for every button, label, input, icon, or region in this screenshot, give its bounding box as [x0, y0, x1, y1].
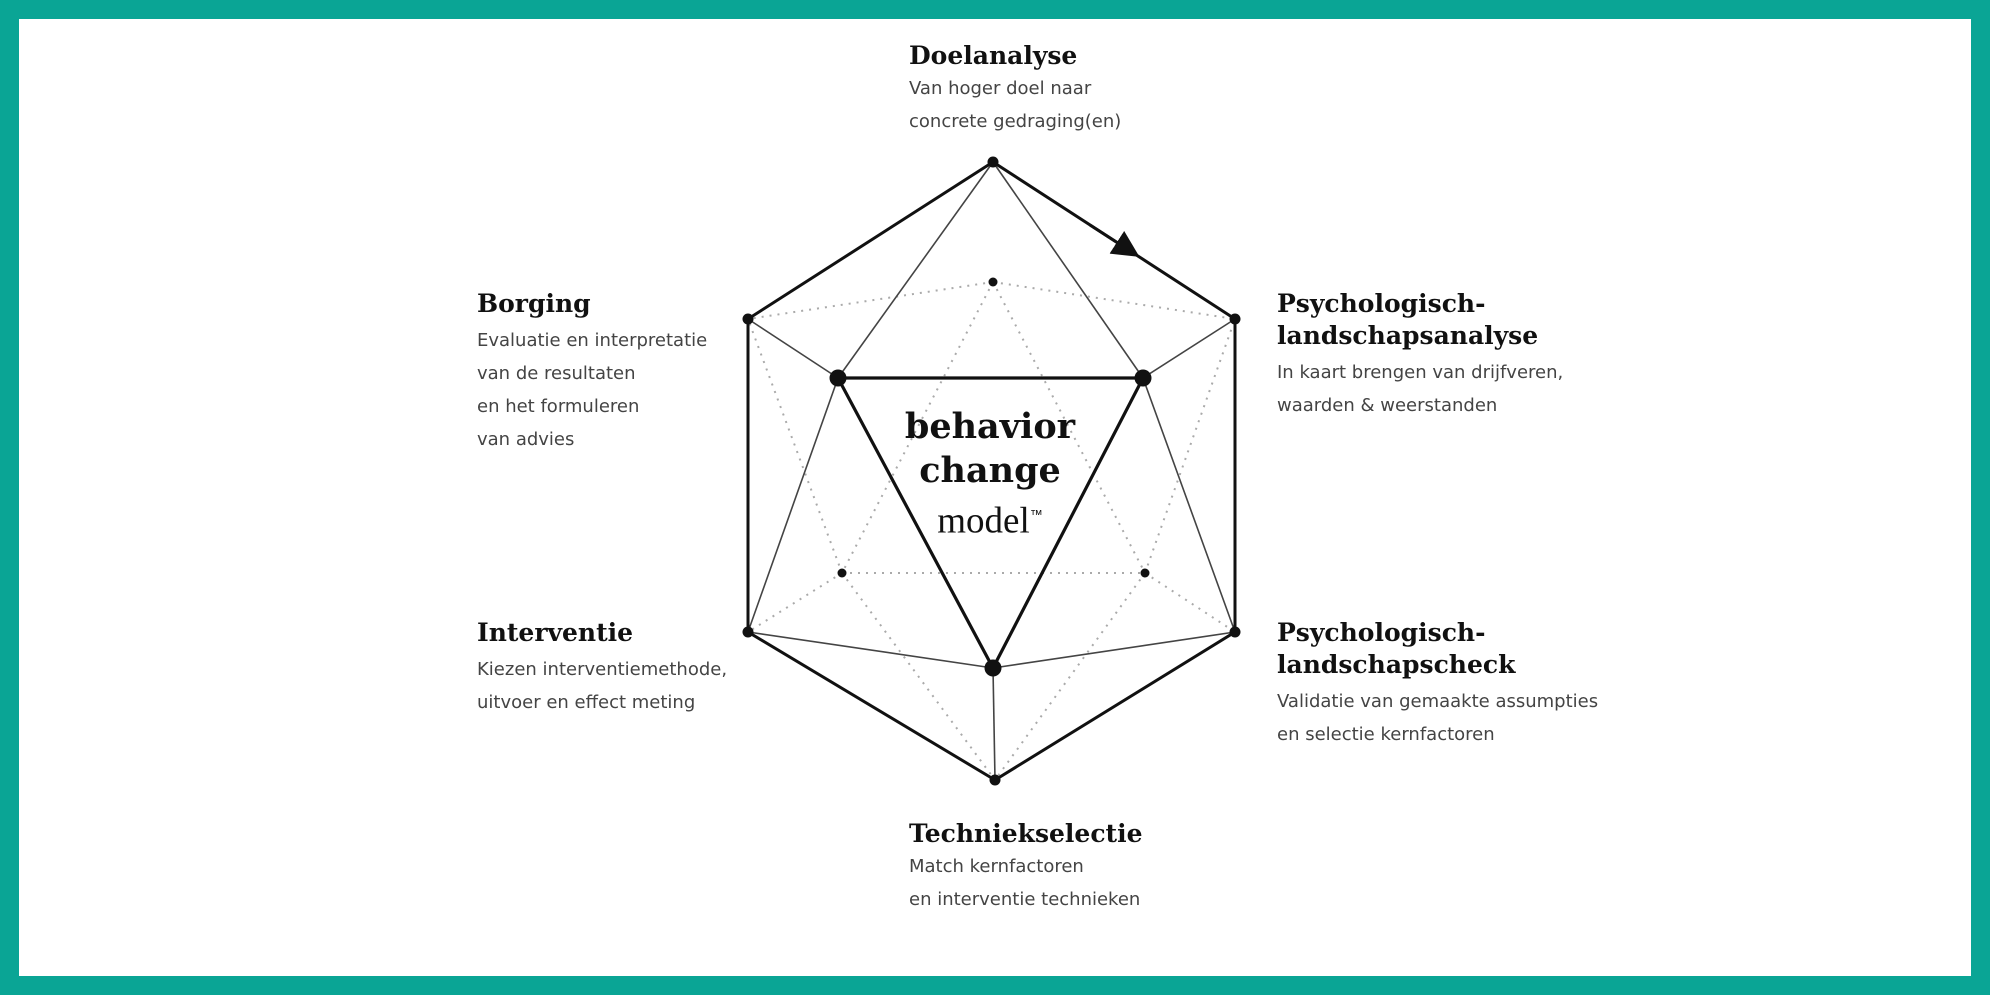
vertices: [742, 156, 1241, 786]
vertex-back-top: [988, 277, 998, 287]
step-title: Interventie: [477, 618, 634, 647]
center-label: behavior change model™: [880, 405, 1100, 543]
step-description: Van hoger doel naar concrete gedraging(e…: [909, 78, 1122, 132]
trademark-symbol: ™: [1029, 507, 1043, 522]
vertex-borging: [742, 313, 754, 325]
step-title: Techniekselectie: [909, 819, 1143, 848]
step-doelanalyse: Doelanalyse Van hoger doel naar concrete…: [909, 40, 1121, 138]
vertex-interventie: [742, 626, 754, 638]
vertex-techniekselectie: [989, 774, 1001, 786]
step-description: In kaart brengen van drijfveren, waarden…: [1277, 362, 1564, 416]
vertex-doelanalyse: [987, 156, 999, 168]
step-title: Doelanalyse: [909, 41, 1078, 70]
inner-triangle: [836, 376, 1145, 670]
step-interventie: Interventie Kiezen interventiemethode, u…: [477, 617, 727, 719]
step-description: Evaluatie en interpretatie van de result…: [477, 330, 708, 450]
center-line-change: change: [919, 450, 1061, 491]
dotted-lines: [747, 281, 1236, 781]
center-model-word: model: [937, 500, 1030, 542]
vertex-psychologisch-landschapsanalyse: [1229, 313, 1241, 325]
center-line-behavior: behavior: [904, 406, 1076, 447]
step-description: Match kernfactoren en interventie techni…: [909, 856, 1141, 910]
step-title: Borging: [477, 289, 591, 318]
vertex-back-left: [837, 568, 847, 578]
center-line-model: model™: [880, 493, 1100, 543]
step-title: Psychologisch- landschapsanalyse: [1277, 289, 1539, 350]
vertex-back-right: [1140, 568, 1150, 578]
step-description: Kiezen interventiemethode, uitvoer en ef…: [477, 659, 728, 713]
step-description: Validatie van gemaakte assumpties en sel…: [1277, 691, 1599, 745]
step-borging: Borging Evaluatie en interpretatie van d…: [477, 288, 707, 456]
vertex-triangle-right: [1134, 369, 1152, 387]
step-title: Psychologisch- landschapscheck: [1277, 618, 1516, 679]
vertex-psychologisch-landschapscheck: [1229, 626, 1241, 638]
vertex-triangle-bottom: [984, 659, 1002, 677]
step-psychologisch-landschapsanalyse: Psychologisch- landschapsanalyse In kaar…: [1277, 288, 1563, 422]
step-psychologisch-landschapscheck: Psychologisch- landschapscheck Validatie…: [1277, 617, 1598, 751]
thin-lines: [747, 161, 1236, 781]
cycle-direction-arrow: [1089, 223, 1140, 257]
vertex-triangle-left: [829, 369, 847, 387]
step-techniekselectie: Techniekselectie Match kernfactoren en i…: [909, 818, 1143, 916]
